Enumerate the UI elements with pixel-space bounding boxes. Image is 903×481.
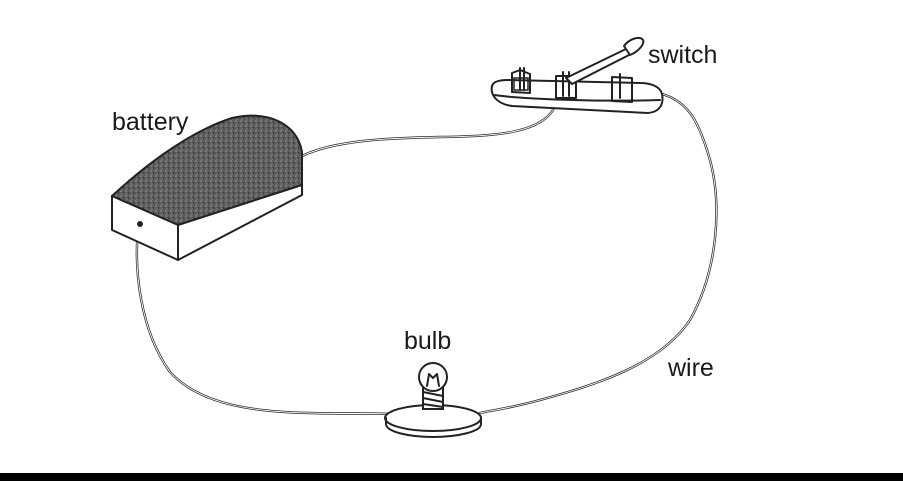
bulb-filament <box>426 373 440 387</box>
bulb-label: bulb <box>404 327 451 355</box>
battery <box>111 114 303 261</box>
switch-left-clip <box>511 67 531 94</box>
battery-terminal <box>137 221 143 227</box>
wire-battery-to-bulb <box>135 226 392 416</box>
wire-label: wire <box>667 354 714 382</box>
battery-top <box>111 114 303 226</box>
wire-battery-to-switch <box>300 102 558 158</box>
switch-right-clip <box>611 73 633 103</box>
battery-side <box>177 184 303 261</box>
battery-label: battery <box>112 108 189 136</box>
bulb <box>384 362 482 438</box>
switch-label: switch <box>648 41 717 69</box>
knife-switch <box>490 37 664 114</box>
bottom-border <box>0 473 903 481</box>
switch-lever <box>565 47 632 85</box>
switch-handle <box>623 37 645 56</box>
wire-switch-to-bulb <box>478 92 718 415</box>
